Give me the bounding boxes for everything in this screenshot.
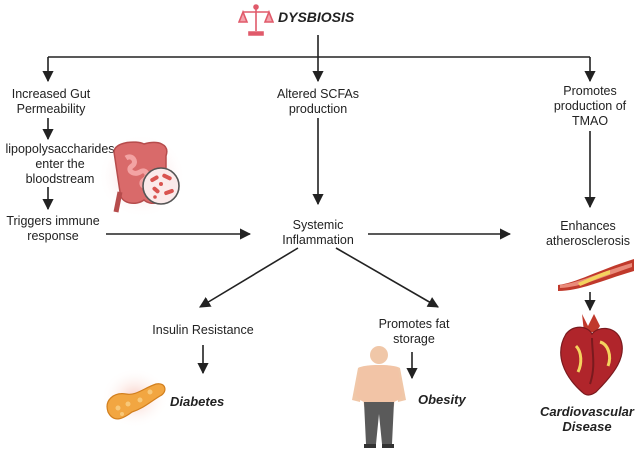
node-atherosclerosis: Enhances atherosclerosis	[545, 219, 631, 248]
node-lps: lipopolysaccharides enter the bloodstrea…	[5, 142, 115, 186]
node-scfa: Altered SCFAs production	[277, 87, 359, 116]
balance-scale-icon	[238, 4, 274, 36]
node-diabetes: Diabetes	[170, 394, 225, 409]
bacteria-icon	[142, 167, 180, 205]
node-cvd: Cardiovascular Disease	[540, 404, 634, 434]
node-obesity: Obesity	[418, 392, 466, 407]
arrow-to-insulin	[199, 247, 299, 308]
person-icon	[352, 346, 406, 448]
arrow-to-fat	[335, 247, 439, 308]
node-tmao: Promotes production of TMAO	[553, 84, 627, 128]
diagram-title: DYSBIOSIS	[278, 9, 355, 25]
node-inflammation: Systemic Inflammation	[282, 218, 354, 247]
node-fat: Promotes fat storage	[378, 317, 450, 346]
node-immune: Triggers immune response	[6, 214, 100, 243]
node-gut-permeability: Increased Gut Permeability	[11, 87, 91, 116]
heart-icon	[560, 314, 623, 396]
pancreas-icon	[101, 368, 169, 428]
node-insulin: Insulin Resistance	[152, 323, 254, 337]
artery-plaque-icon	[558, 259, 634, 291]
